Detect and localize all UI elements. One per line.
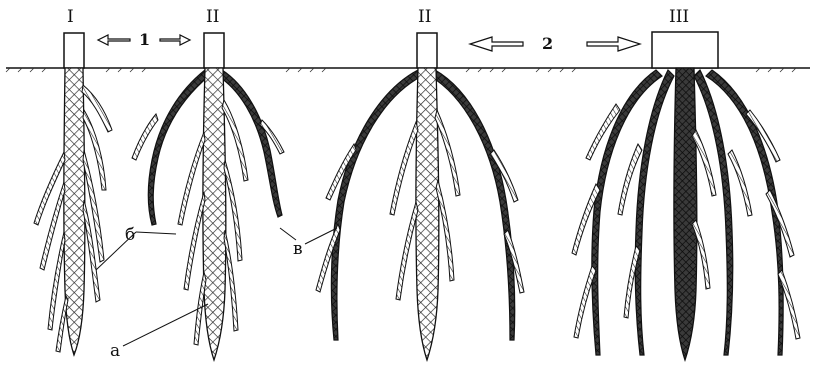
stage-label-2-left: II	[206, 7, 219, 27]
stem-stage-2-left	[204, 33, 224, 68]
stem-stage-2-right	[417, 33, 437, 68]
arrow-left-icon	[98, 35, 130, 45]
adventitious-root-center-3	[674, 68, 697, 360]
part-label-v: в	[293, 239, 303, 259]
arrow-right-icon	[587, 37, 640, 51]
adventitious-root-right-3b	[706, 70, 783, 355]
arrow-left-icon	[470, 37, 523, 51]
stem-stage-1	[64, 33, 84, 68]
stage-label-2-right: II	[418, 7, 431, 27]
transition-label-1: 1	[139, 30, 150, 49]
plant-stage-2-left	[132, 33, 284, 360]
taproot-stage-2-right	[416, 68, 439, 360]
arrow-right-icon	[160, 35, 190, 45]
plant-stage-3	[572, 32, 800, 360]
plant-stage-2-right	[316, 33, 524, 360]
adventitious-root-right-1	[218, 70, 282, 217]
adventitious-root-left-3b	[635, 70, 674, 355]
plant-stage-1	[34, 33, 112, 355]
stage-label-1: I	[67, 7, 74, 27]
part-label-b: б	[125, 225, 135, 245]
stage-label-3: III	[669, 7, 689, 27]
adventitious-root-right-3a	[694, 70, 733, 355]
taproot-stage-2-left	[203, 68, 226, 360]
stem-stage-3	[652, 32, 718, 68]
adventitious-root-left-2	[331, 70, 422, 340]
part-label-a: а	[110, 341, 120, 361]
transition-label-2: 2	[542, 34, 553, 53]
taproot-stage-1	[64, 68, 85, 355]
